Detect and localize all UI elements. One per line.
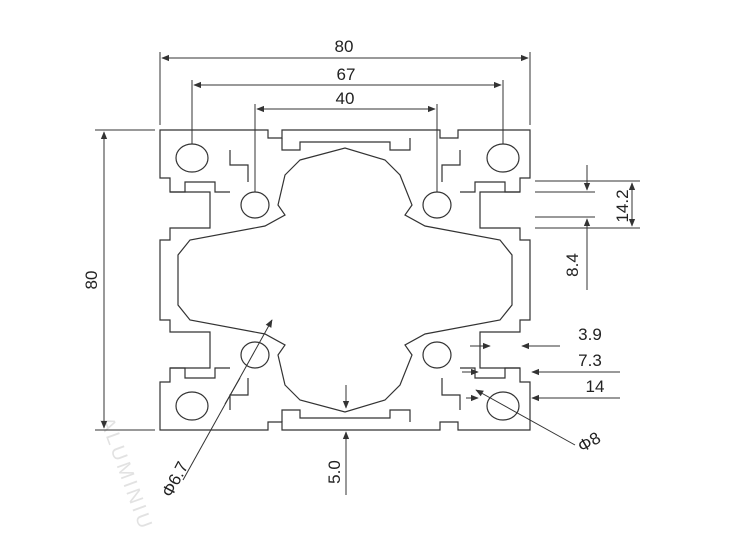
dim-slot-center-width: 67 [191, 65, 504, 144]
dim-lip-width: 7.3 [462, 351, 620, 376]
dim-slot-width: 14 [466, 377, 620, 402]
dim-bottom-gap: 5.0 [325, 385, 350, 495]
corner-hole-bottom-right [486, 391, 520, 421]
dim-label-inner-hole-diameter: Φ6.7 [158, 459, 192, 501]
dim-overall-width: 80 [159, 37, 531, 125]
dim-label-inner-width: 40 [336, 89, 355, 108]
inner-hole-bottom-right [422, 341, 452, 369]
inner-hole-top-left [240, 191, 270, 219]
dim-label-corner-hole-diameter: Φ8 [575, 428, 604, 456]
dim-wall-thickness: 3.9 [470, 325, 602, 350]
inner-hole-bottom-left [240, 341, 270, 369]
aluminum-profile-outline [159, 129, 531, 431]
corner-hole-top-left [175, 143, 209, 173]
dim-label-slot-offset: 8.4 [563, 253, 582, 277]
dim-label-overall-width: 80 [335, 37, 354, 56]
dim-overall-height: 80 [82, 129, 155, 431]
dim-label-slot-width: 14 [586, 377, 605, 396]
corner-holes [175, 143, 520, 421]
corner-hole-bottom-left [175, 391, 209, 421]
dim-label-lip-width: 7.3 [578, 351, 602, 370]
dim-inner-width: 40 [254, 89, 438, 192]
inner-hole-top-right [422, 191, 452, 219]
inner-holes [240, 191, 452, 369]
corner-hole-top-right [486, 143, 520, 173]
dim-label-overall-height: 80 [82, 271, 101, 290]
dim-label-bottom-gap: 5.0 [325, 460, 344, 484]
dim-label-slot-depth: 14.2 [613, 189, 632, 222]
dim-label-slot-center-width: 67 [337, 65, 356, 84]
watermark: ALUMINIU [95, 414, 157, 534]
dim-slot-offset: 8.4 [535, 165, 595, 290]
dim-label-wall-thickness: 3.9 [578, 325, 602, 344]
